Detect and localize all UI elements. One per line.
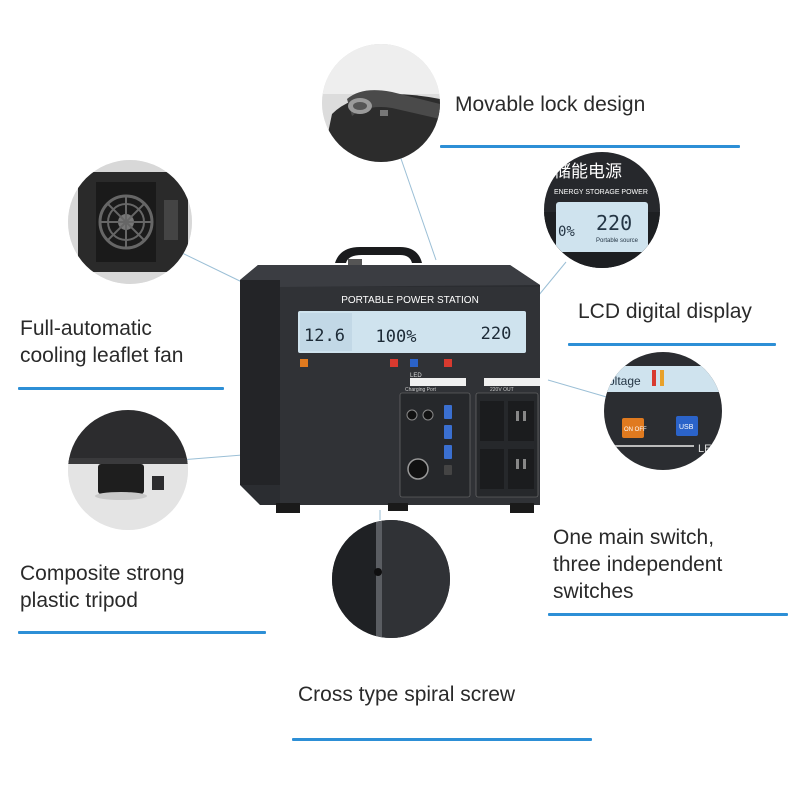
feature-lcd-label: LCD digital display	[578, 300, 752, 323]
feature-tripod-label-1: Composite strong	[20, 562, 185, 585]
zoom-switch-led: LE	[698, 443, 711, 455]
indicator-red	[390, 359, 398, 367]
device-lcd-output: 220	[481, 324, 512, 344]
device-lcd	[298, 311, 526, 353]
device-title: PORTABLE POWER STATION	[341, 295, 479, 306]
zoom-circle-tripod	[68, 410, 188, 530]
feature-fan-label-1: Full-automatic	[20, 317, 152, 340]
zoom-circle-screw	[332, 520, 450, 638]
device-ac-label: 220V OUT	[490, 387, 514, 393]
indicator-blue	[410, 359, 418, 367]
feature-fan-label-2: cooling leaflet fan	[20, 344, 184, 367]
power-station: PORTABLE POWER STATION 12.6 100% 220 LED…	[240, 247, 540, 513]
zoom-circle-lcd: 储能电源 ENERGY STORAGE POWER 220 Portable s…	[544, 152, 660, 268]
feature-switch-label-2: three independent	[553, 553, 723, 576]
zoom-switch-usb: USB	[679, 424, 694, 431]
zoom-lcd-value: 220	[596, 211, 632, 235]
screw-icon	[332, 520, 450, 638]
zoom-lcd-percent: 0%	[558, 224, 575, 240]
zoom-lcd-caption: Portable source	[596, 238, 639, 244]
zoom-switch-fragment: oltage	[608, 374, 641, 388]
device-charging-label: Charging Port	[405, 387, 436, 393]
feature-switch-label-1: One main switch,	[553, 526, 715, 549]
device-lcd-percent: 100%	[376, 327, 417, 347]
zoom-circle-fan	[68, 160, 192, 284]
feature-screw-underline	[292, 738, 592, 741]
fan-icon	[68, 160, 192, 284]
main-switch	[300, 359, 308, 367]
feature-switch-underline	[548, 613, 788, 616]
device-led-label: LED	[410, 373, 422, 379]
zoom-switch-onoff: ON OFF	[624, 427, 647, 433]
connector-fan	[179, 251, 245, 284]
feature-lcd-underline	[568, 343, 776, 346]
device-lcd-voltage: 12.6	[304, 326, 345, 346]
zoom-lcd-chinese-title: 储能电源	[554, 162, 622, 182]
feature-lock-underline	[440, 145, 740, 148]
feature-fan-underline	[18, 387, 224, 390]
feature-lock-label: Movable lock design	[455, 93, 646, 116]
feature-tripod-underline	[18, 631, 266, 634]
zoom-circle-lock	[322, 44, 440, 162]
switch-icon: oltage ON OFF USB LE	[604, 352, 722, 470]
zoom-circle-switches: oltage ON OFF USB LE	[604, 352, 722, 470]
connector-lock	[397, 149, 437, 261]
feature-tripod-label-2: plastic tripod	[20, 589, 138, 612]
feature-switch-label-3: switches	[553, 580, 634, 603]
foot-icon	[68, 410, 188, 530]
lock-latch-icon	[322, 44, 440, 162]
zoom-lcd-subtitle: ENERGY STORAGE POWER	[554, 189, 648, 196]
lcd-icon: 储能电源 ENERGY STORAGE POWER 220 Portable s…	[544, 152, 660, 268]
indicator-red-2	[444, 359, 452, 367]
feature-screw-label: Cross type spiral screw	[298, 683, 516, 706]
